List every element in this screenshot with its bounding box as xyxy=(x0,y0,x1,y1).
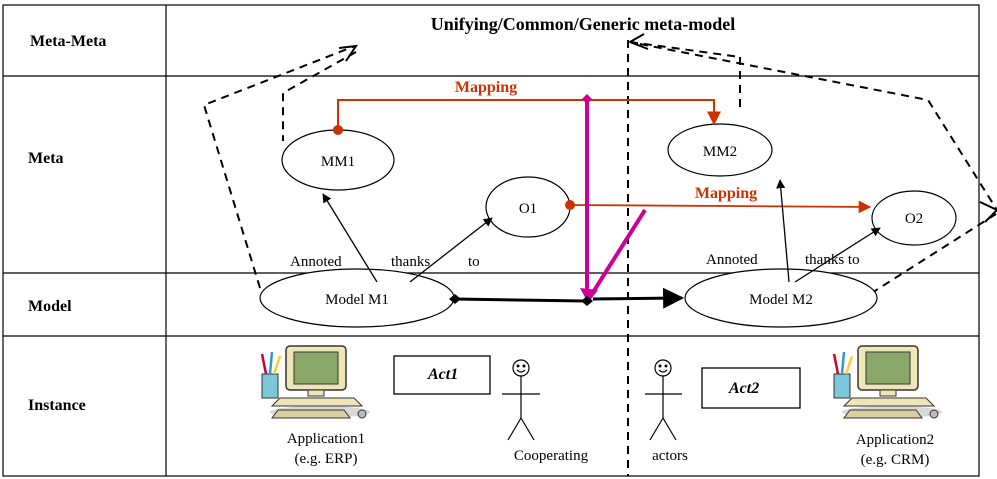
nodes xyxy=(259,123,957,328)
computer-icon xyxy=(260,345,370,419)
app1-name: Application1 xyxy=(287,431,365,447)
o2-node xyxy=(871,190,957,246)
mm1-label: MM1 xyxy=(321,154,355,170)
top-mapping-label: Mapping xyxy=(455,79,517,96)
annotation-arrows xyxy=(322,179,881,283)
right-annotation-word-2: thanks to xyxy=(805,252,860,268)
model-m2-node xyxy=(684,268,878,328)
magenta-diamond-top xyxy=(582,94,592,104)
meta-model-title: Unifying/Common/Generic meta-model xyxy=(431,14,735,34)
o1-label: O1 xyxy=(519,201,537,217)
middle-mapping-connector xyxy=(569,200,872,214)
model-link-diamond-mid xyxy=(581,296,593,306)
dashed-arrowheads xyxy=(338,33,997,223)
top-mapping-connector xyxy=(337,99,721,130)
model-m2-label: Model M2 xyxy=(749,292,813,308)
actors-label: actors xyxy=(652,448,688,464)
row-label-meta: Meta xyxy=(28,150,64,167)
dashed-boundaries xyxy=(202,40,997,476)
act2-box xyxy=(701,367,801,409)
stick-figure-icon xyxy=(502,359,540,441)
computer-icon xyxy=(832,345,942,419)
middle-mapping-origin-dot xyxy=(565,200,575,210)
app2-name: Application2 xyxy=(856,432,934,448)
magenta-arrowhead xyxy=(580,288,598,303)
mm2-label: MM2 xyxy=(703,144,737,160)
act1-box xyxy=(393,355,491,395)
model-link xyxy=(454,287,685,309)
right-annotation-word-1: Annoted xyxy=(706,252,758,268)
left-annotation-word-3: to xyxy=(468,254,480,270)
row-label-instance: Instance xyxy=(28,397,86,414)
app2-example: (e.g. CRM) xyxy=(861,452,930,468)
stick-figure-icon xyxy=(645,359,682,441)
app1-example: (e.g. ERP) xyxy=(295,451,358,467)
row-label-model: Model xyxy=(28,298,72,315)
act1-label: Act1 xyxy=(427,366,458,383)
magenta-links xyxy=(585,99,647,299)
left-annotation-word-1: Annoted xyxy=(290,254,342,270)
model-m1-label: Model M1 xyxy=(325,292,389,308)
model-link-diamond-left xyxy=(449,294,461,304)
cooperating-label: Cooperating xyxy=(514,448,589,464)
o2-label: O2 xyxy=(905,211,923,227)
act2-label: Act2 xyxy=(728,380,759,397)
left-annotation-word-2: thanks xyxy=(391,254,430,270)
row-label-meta-meta: Meta-Meta xyxy=(30,33,106,50)
table-grid xyxy=(2,4,980,477)
middle-mapping-label: Mapping xyxy=(695,185,757,202)
top-mapping-origin-dot xyxy=(333,125,343,135)
